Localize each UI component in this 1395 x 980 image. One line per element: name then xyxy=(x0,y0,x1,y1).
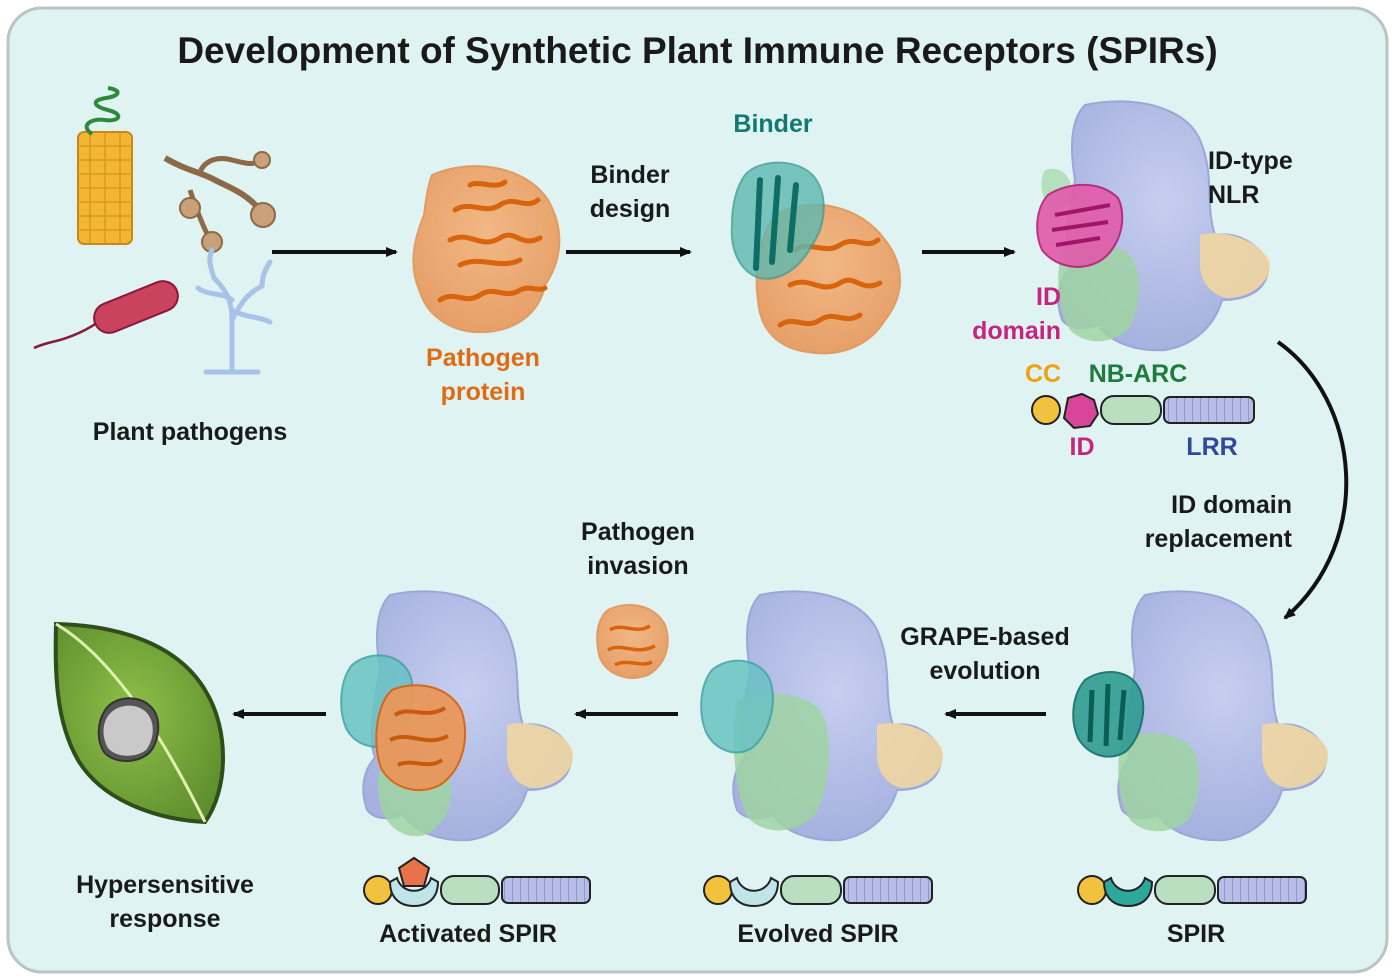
activated-spir-structure xyxy=(340,590,574,842)
arrow-icon xyxy=(1276,340,1349,620)
label-plant-pathogens: Plant pathogens xyxy=(92,418,288,446)
label-binder: Binder xyxy=(733,110,813,138)
label-grape-line2: evolution xyxy=(929,657,1041,685)
binder-complex-structure xyxy=(730,161,901,355)
domain-architecture-spir xyxy=(1077,875,1307,908)
label-evolved-spir: Evolved SPIR xyxy=(737,920,899,948)
label-id-replacement-line2: replacement xyxy=(1144,525,1292,553)
label-pathogen-protein-line1: Pathogen xyxy=(426,344,540,372)
label-grape-evolution: GRAPE-based evolution xyxy=(880,620,1090,688)
label-binder-design: Binder design xyxy=(560,158,700,226)
label-grape-line1: GRAPE-based xyxy=(900,623,1070,651)
label-id-replacement-line1: ID domain xyxy=(1171,491,1292,519)
label-pathogen-invasion: Pathogen invasion xyxy=(568,515,708,583)
leaf-icon xyxy=(53,621,225,825)
label-pathogen-invasion-line2: invasion xyxy=(587,552,689,580)
label-hr-line2: response xyxy=(109,905,221,933)
label-id-domain: ID domain xyxy=(945,280,1061,348)
oomycete-icon xyxy=(195,247,273,375)
domain-architecture-evolved xyxy=(703,875,933,908)
label-id-domain-replacement: ID domain replacement xyxy=(1108,488,1292,556)
domain-architecture-nlr xyxy=(1031,392,1255,430)
label-id: ID xyxy=(1069,433,1095,461)
label-id-domain-line2: domain xyxy=(972,317,1061,345)
label-hypersensitive-response: Hypersensitive response xyxy=(50,868,280,936)
spir-structure xyxy=(1072,590,1329,842)
label-id-domain-line1: ID xyxy=(1036,283,1061,311)
label-binder-design-line1: Binder xyxy=(590,161,670,189)
label-binder-design-line2: design xyxy=(589,195,671,223)
pathogen-protein-structure xyxy=(412,165,561,334)
label-lrr: LRR xyxy=(1186,433,1238,461)
domain-architecture-activated xyxy=(363,856,591,908)
label-id-type-nlr: ID-type NLR xyxy=(1208,144,1338,212)
label-nb-arc: NB-ARC xyxy=(1088,360,1188,388)
label-id-type-nlr-line2: NLR xyxy=(1208,181,1260,209)
bacterium-icon xyxy=(33,280,179,350)
label-hr-line1: Hypersensitive xyxy=(76,871,254,899)
label-spir: SPIR xyxy=(1166,920,1226,948)
label-id-type-nlr-line1: ID-type xyxy=(1208,147,1293,175)
evolved-spir-structure xyxy=(700,590,944,842)
label-pathogen-invasion-line1: Pathogen xyxy=(581,518,695,546)
page-title: Development of Synthetic Plant Immune Re… xyxy=(177,30,1218,71)
virus-icon xyxy=(77,86,133,245)
label-activated-spir: Activated SPIR xyxy=(379,920,557,948)
label-pathogen-protein: Pathogen protein xyxy=(398,341,568,409)
invading-pathogen-protein xyxy=(596,604,669,679)
id-type-nlr-structure xyxy=(1036,100,1271,352)
label-cc: CC xyxy=(1024,360,1062,388)
label-pathogen-protein-line2: protein xyxy=(440,378,526,406)
